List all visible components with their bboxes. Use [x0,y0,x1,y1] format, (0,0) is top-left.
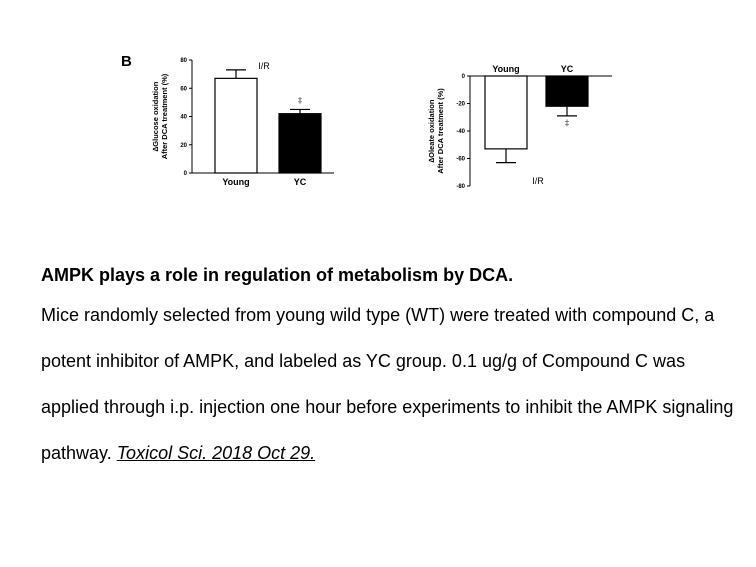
glucose-oxidation-chart: 0 20 40 60 80 ∆Glucose oxidationAfter DCA tre… [151,58,334,187]
caption-text: Mice randomly selected from young wild t… [41,305,734,463]
y-tick-label: -40 [456,129,465,135]
caption-title: AMPK plays a role in regulation of metab… [41,265,514,285]
y-tick-label: 0 [184,171,188,177]
category-label: YC [294,177,307,187]
y-tick-label: -60 [456,157,465,163]
bar-young [484,75,528,150]
y-tick-label: 80 [180,58,187,64]
category-label: YC [561,64,574,74]
oleate-oxidation-chart: 0 -20 -40 -60 -80 ∆Oleate oxidationAfter DCA … [427,64,612,190]
panel-label: B [121,53,132,70]
category-label: Young [222,177,249,187]
chart-title: I/R [258,61,270,71]
bar-yc [545,75,589,107]
significance-marker: ‡ [565,119,570,129]
y-tick-label: -80 [456,184,465,190]
y-tick-label: -20 [456,102,465,108]
y-axis-label: ∆Oleate oxidationAfter DCA treatment (%) [427,88,445,174]
bar-yc [278,113,322,174]
y-axis-label-line1: ∆Glucose oxidation [151,81,160,151]
figure-caption: AMPK plays a role in regulation of metab… [41,258,741,476]
y-axis-label-line1: ∆Oleate oxidation [427,99,436,162]
y-tick-label: 40 [180,115,187,121]
y-tick-label: 0 [462,74,466,80]
significance-marker: ‡ [298,96,303,106]
caption-body: Mice randomly selected from young wild t… [41,292,741,476]
y-tick-label: 20 [180,143,187,149]
y-axis-label-line2: After DCA treatment (%) [160,73,169,159]
category-label: Young [492,64,519,74]
bar-young [214,77,258,174]
y-axis-label: ∆Glucose oxidationAfter DCA treatment (%… [151,73,169,159]
citation-link[interactable]: Toxicol Sci. 2018 Oct 29. [116,443,316,463]
y-tick-label: 60 [180,86,187,92]
chart-title: I/R [532,176,544,186]
y-axis-label-line2: After DCA treatment (%) [436,88,445,174]
